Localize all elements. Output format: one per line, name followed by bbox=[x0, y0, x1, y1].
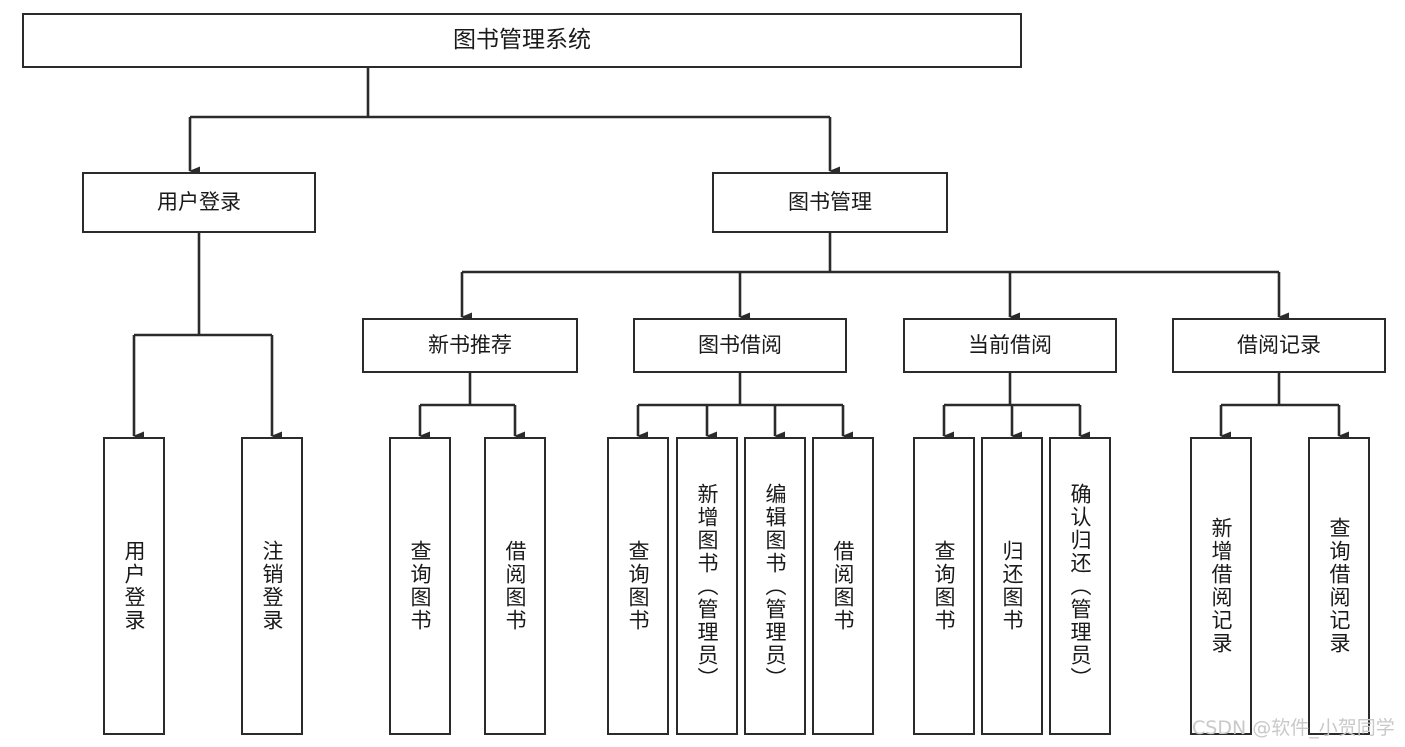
node-box-root[interactable]: 图书管理系统 bbox=[22, 13, 1022, 68]
node-label-leaf-query-book-2: 查询图书 bbox=[626, 540, 651, 632]
node-label-new-book-recommend: 新书推荐 bbox=[428, 332, 512, 357]
node-label-wrap-leaf-query-borrow-record: 查询借阅记录 bbox=[1327, 439, 1352, 733]
node-box-leaf-borrow-book-2[interactable]: 借阅图书 bbox=[812, 437, 874, 735]
node-label-leaf-query-book-3: 查询图书 bbox=[932, 540, 957, 632]
node-box-new-book-recommend[interactable]: 新书推荐 bbox=[362, 318, 578, 373]
node-label-book-manage: 图书管理 bbox=[788, 189, 872, 214]
node-box-leaf-query-book-2[interactable]: 查询图书 bbox=[607, 437, 669, 735]
node-label-wrap-leaf-confirm-return-admin: 确认归还（管理员） bbox=[1068, 439, 1093, 733]
node-label-root: 图书管理系统 bbox=[453, 26, 591, 53]
node-label-leaf-confirm-return-admin: 确认归还（管理员） bbox=[1068, 482, 1093, 690]
node-box-leaf-edit-book-admin[interactable]: 编辑图书（管理员） bbox=[744, 437, 806, 735]
node-label-user-login: 用户登录 bbox=[157, 189, 241, 214]
node-box-leaf-return-book[interactable]: 归还图书 bbox=[981, 437, 1043, 735]
node-label-leaf-user-logout: 注销登录 bbox=[260, 540, 285, 632]
node-label-borrow-record: 借阅记录 bbox=[1237, 332, 1321, 357]
node-label-current-borrow: 当前借阅 bbox=[968, 332, 1052, 357]
node-box-book-borrow[interactable]: 图书借阅 bbox=[633, 318, 847, 373]
node-label-wrap-leaf-user-logout: 注销登录 bbox=[260, 439, 285, 733]
node-box-leaf-query-book-1[interactable]: 查询图书 bbox=[389, 437, 451, 735]
node-label-wrap-leaf-user-login: 用户登录 bbox=[122, 439, 147, 733]
connector-lines bbox=[132, 68, 1349, 441]
node-label-wrap-leaf-query-book-3: 查询图书 bbox=[932, 439, 957, 733]
node-label-leaf-query-book-1: 查询图书 bbox=[408, 540, 433, 632]
node-label-leaf-user-login: 用户登录 bbox=[122, 540, 147, 632]
node-label-wrap-leaf-borrow-book-2: 借阅图书 bbox=[831, 439, 856, 733]
node-box-leaf-add-borrow-record[interactable]: 新增借阅记录 bbox=[1190, 437, 1252, 735]
node-box-leaf-query-book-3[interactable]: 查询图书 bbox=[913, 437, 975, 735]
node-label-wrap-leaf-add-book-admin: 新增图书（管理员） bbox=[695, 439, 720, 733]
node-label-wrap-leaf-borrow-book-1: 借阅图书 bbox=[503, 439, 528, 733]
node-label-wrap-leaf-edit-book-admin: 编辑图书（管理员） bbox=[763, 439, 788, 733]
node-label-leaf-add-borrow-record: 新增借阅记录 bbox=[1209, 517, 1234, 655]
node-box-leaf-borrow-book-1[interactable]: 借阅图书 bbox=[484, 437, 546, 735]
node-label-wrap-leaf-query-book-2: 查询图书 bbox=[626, 439, 651, 733]
node-box-leaf-user-login[interactable]: 用户登录 bbox=[103, 437, 165, 735]
node-label-leaf-borrow-book-1: 借阅图书 bbox=[503, 540, 528, 632]
node-box-leaf-confirm-return-admin[interactable]: 确认归还（管理员） bbox=[1049, 437, 1111, 735]
node-label-wrap-leaf-return-book: 归还图书 bbox=[1000, 439, 1025, 733]
node-label-leaf-edit-book-admin: 编辑图书（管理员） bbox=[763, 482, 788, 690]
node-box-leaf-query-borrow-record[interactable]: 查询借阅记录 bbox=[1308, 437, 1370, 735]
node-box-book-manage[interactable]: 图书管理 bbox=[712, 172, 948, 233]
node-label-leaf-query-borrow-record: 查询借阅记录 bbox=[1327, 517, 1352, 655]
node-label-leaf-add-book-admin: 新增图书（管理员） bbox=[695, 482, 720, 690]
node-label-leaf-borrow-book-2: 借阅图书 bbox=[831, 540, 856, 632]
node-label-wrap-leaf-query-book-1: 查询图书 bbox=[408, 439, 433, 733]
node-box-current-borrow[interactable]: 当前借阅 bbox=[903, 318, 1117, 373]
node-label-book-borrow: 图书借阅 bbox=[698, 332, 782, 357]
node-box-leaf-add-book-admin[interactable]: 新增图书（管理员） bbox=[676, 437, 738, 735]
node-box-user-login[interactable]: 用户登录 bbox=[82, 172, 316, 233]
node-label-leaf-return-book: 归还图书 bbox=[1000, 540, 1025, 632]
node-box-leaf-user-logout[interactable]: 注销登录 bbox=[241, 437, 303, 735]
node-label-wrap-leaf-add-borrow-record: 新增借阅记录 bbox=[1209, 439, 1234, 733]
node-box-borrow-record[interactable]: 借阅记录 bbox=[1172, 318, 1386, 373]
